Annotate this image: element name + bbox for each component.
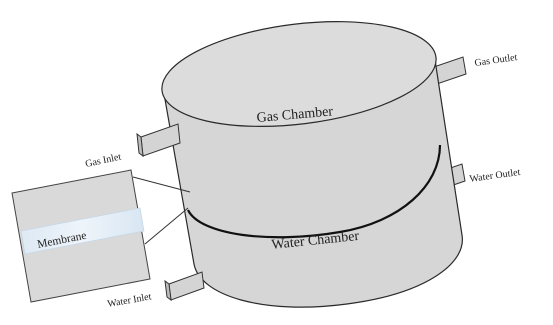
gas-chamber-label: Gas Chamber [256,104,334,126]
water-inlet-pipe [164,271,205,302]
membrane-inset [11,169,151,303]
cylinder-top [161,21,437,127]
water-outlet-label: Water Outlet [469,167,521,185]
chamber-divider [187,144,442,239]
gas-outlet-label: Gas Outlet [474,52,518,69]
callout-line-bottom [144,207,189,245]
membrane-band [20,207,145,255]
callout-line-top [132,176,191,193]
gas-inlet-pipe [136,123,181,158]
water-inlet-label: Water Inlet [107,291,153,310]
gas-inlet-label: Gas Inlet [84,152,122,170]
